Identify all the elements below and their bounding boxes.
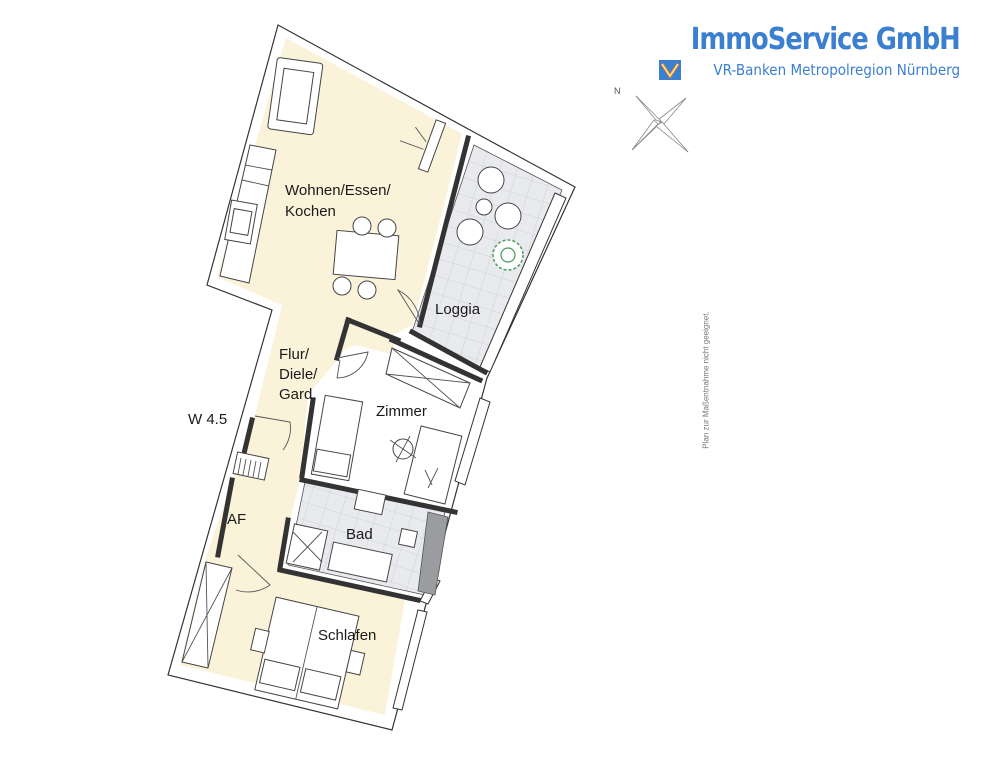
- bedroom-wardrobe: [181, 561, 233, 669]
- label-zimmer: Zimmer: [376, 403, 427, 420]
- measurement-disclaimer: Plan zur Maßentnahme nicht geeignet.: [701, 311, 711, 449]
- tv-unit: [399, 119, 447, 173]
- logo-subtitle: VR-Banken Metropolregion Nürnberg: [713, 61, 960, 79]
- label-flur-1: Flur/: [279, 346, 310, 363]
- kitchen-counter: [219, 144, 277, 284]
- double-bed: [250, 596, 366, 710]
- loggia-furniture: [456, 166, 524, 271]
- label-bad: Bad: [346, 526, 373, 543]
- label-wohnen-1: Wohnen/Essen/: [285, 182, 391, 199]
- dining-table: [332, 216, 400, 300]
- wardrobe-rack: [232, 451, 270, 481]
- compass: N: [614, 86, 689, 153]
- label-loggia: Loggia: [435, 301, 481, 318]
- vr-bank-icon: [658, 60, 681, 80]
- company-logo: ImmoService GmbH VR-Banken Metropolregio…: [647, 22, 961, 80]
- logo-title: ImmoService GmbH: [691, 22, 961, 57]
- label-flur-2: Diele/: [279, 366, 318, 383]
- interior-walls: [215, 134, 489, 603]
- bath-fixtures: [285, 488, 449, 596]
- label-unit: W 4.5: [188, 411, 227, 428]
- label-af: AF: [227, 511, 246, 528]
- zimmer-furniture: [310, 347, 471, 505]
- label-flur-3: Gard.: [279, 386, 317, 403]
- label-schlafen: Schlafen: [318, 627, 376, 644]
- door-swings: [235, 288, 421, 593]
- logo-subtitle-row: VR-Banken Metropolregion Nürnberg: [647, 60, 960, 80]
- sofa: [267, 57, 324, 136]
- label-wohnen-2: Kochen: [285, 203, 336, 220]
- compass-north-label: N: [614, 86, 621, 96]
